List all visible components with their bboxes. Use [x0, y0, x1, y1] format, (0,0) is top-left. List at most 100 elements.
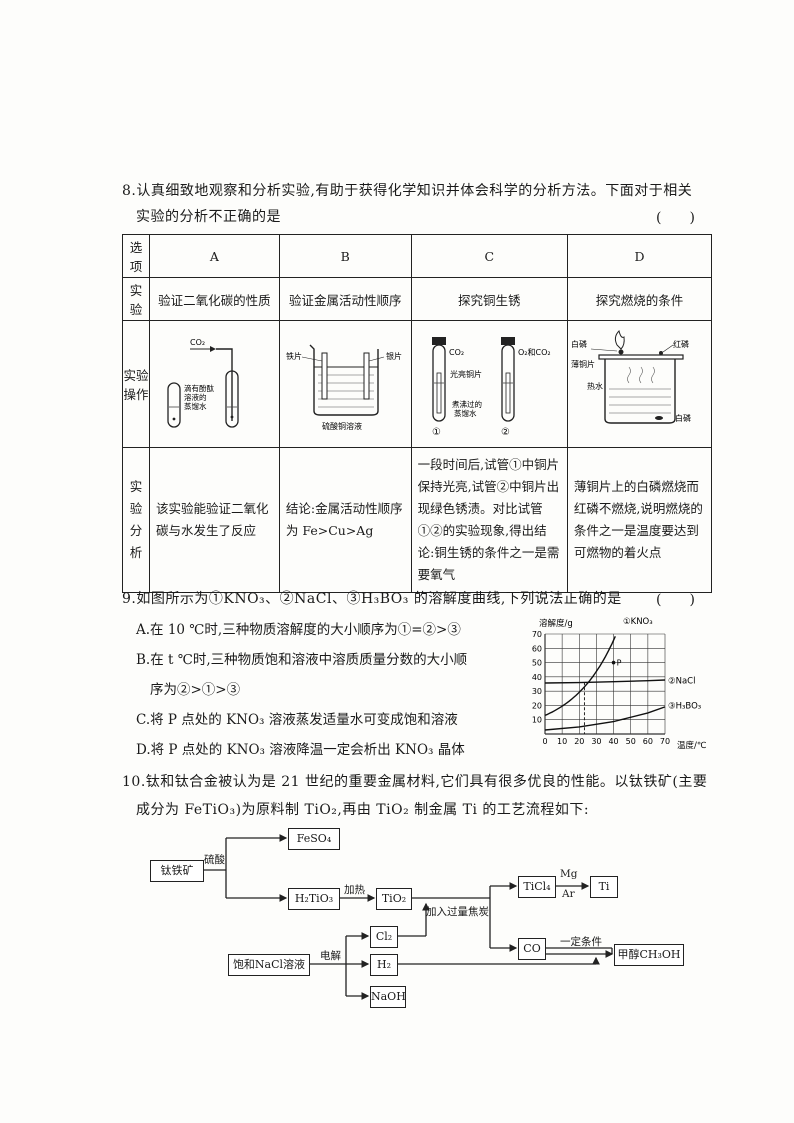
y-tick-label: 10: [532, 716, 542, 725]
iron-label: 铁片: [286, 351, 302, 361]
red-p-label: 红磷: [673, 339, 689, 349]
x-tick-label: 40: [608, 737, 618, 746]
liquid-label: 滴有酚酞: [184, 383, 214, 393]
process-flowchart: 钛铁矿 硫酸 FeSO₄ H₂TiO₃ 加热 TiO₂ 加入过量焦炭 TiCl₄…: [150, 824, 690, 1014]
exp-b: 验证金属活动性顺序: [278, 277, 412, 321]
row-analysis-label: 实验分析: [122, 447, 150, 593]
q8-stem-line1: 8.认真细致地观察和分析实验,有助于获得化学知识并体会科学的分析方法。下面对于相…: [122, 183, 693, 199]
row-op-label: 实验操作: [122, 320, 150, 448]
y-tick-label: 30: [532, 687, 542, 696]
x-tick-label: 70: [660, 737, 670, 746]
series-label-h3bo3: ③H₃BO₃: [668, 701, 701, 711]
coke-label: 加入过量焦炭: [426, 906, 489, 918]
x-tick-label: 50: [626, 737, 636, 746]
cuso4-label: 硫酸铜溶液: [322, 421, 362, 431]
op-a-diagram: CO₂ 滴有酚酞 溶液的 蒸馏水: [149, 320, 280, 448]
flow-arrows: [204, 834, 614, 1000]
y-tick-label: 40: [532, 673, 542, 682]
ore-box: 钛铁矿: [150, 860, 204, 882]
table-header-label: 选项: [122, 234, 150, 278]
point-p: [611, 660, 616, 665]
electrolysis-label: 电解: [320, 950, 341, 962]
x-tick-label: 30: [591, 737, 601, 746]
co2-tube-diagram: CO₂ 滴有酚酞 溶液的 蒸馏水: [167, 338, 240, 428]
svg-text:蒸馏水: 蒸馏水: [454, 408, 477, 418]
copper-rust-diagram: CO₂ O₂和CO₂ 光亮铜片 煮沸过的 蒸馏水 ① ②: [432, 336, 551, 438]
acid-label: 硫酸: [204, 854, 225, 866]
q10-stem-line2: 成分为 FeTiO₃)为原料制 TiO₂,再由 TiO₂ 制金属 Ti 的工艺流…: [136, 802, 590, 818]
tube2-gas-label: O₂和CO₂: [518, 348, 551, 357]
y-tick-label: 60: [532, 644, 542, 653]
tio2-box: TiO₂: [376, 888, 412, 910]
x-tick-label: 0: [542, 737, 547, 746]
svg-text:溶液的: 溶液的: [184, 392, 207, 402]
naoh-box: NaOH: [370, 986, 406, 1008]
op-b-diagram: 铁片 银片 硫酸铜溶液: [278, 320, 412, 448]
beaker-metals-diagram: 铁片 银片 硫酸铜溶液: [286, 344, 402, 431]
svg-text:蒸馏水: 蒸馏水: [184, 401, 207, 411]
op-c-diagram: CO₂ O₂和CO₂ 光亮铜片 煮沸过的 蒸馏水 ① ②: [410, 320, 568, 448]
h2tio3-box: H₂TiO₃: [288, 888, 340, 910]
tube1-label: ①: [432, 427, 441, 438]
q9-option-a: A.在 10 ℃时,三种物质溶解度的大小顺序为①=②>③: [136, 622, 461, 638]
ticl4-box: TiCl₄: [518, 876, 556, 898]
q9-option-b-cont: 序为②>①>③: [150, 682, 241, 698]
y-axis-label: 溶解度/g: [539, 618, 573, 629]
co-box: CO: [518, 938, 546, 960]
h2-box: H₂: [370, 954, 398, 976]
col-b: B: [278, 234, 412, 278]
col-c: C: [410, 234, 568, 278]
x-tick-label: 10: [557, 737, 567, 746]
feso4-box: FeSO₄: [288, 828, 340, 850]
ar-label: Ar: [562, 888, 575, 900]
analysis-b: 结论:金属活动性顺序为 Fe>Cu>Ag: [278, 447, 412, 593]
y-tick-label: 50: [532, 659, 542, 668]
silver-label: 银片: [386, 351, 402, 361]
ti-box: Ti: [590, 876, 618, 898]
analysis-a: 该实验能验证二氧化碳与水发生了反应: [149, 447, 280, 593]
row-exp-label: 实验: [122, 277, 150, 321]
tube1-gas-label: CO₂: [449, 348, 464, 357]
svg-text:煮沸过的: 煮沸过的: [452, 399, 482, 409]
q8-experiment-table: 选项 A B C D 实验 验证二氧化碳的性质 验证金属活动性顺序 探究铜生锈 …: [122, 234, 713, 593]
brine-box: 饱和NaCl溶液: [228, 954, 310, 976]
hot-water-label: 热水: [587, 381, 603, 391]
methanol-box: 甲醇CH₃OH: [614, 944, 684, 966]
q9-answer-paren: ( ): [656, 592, 695, 608]
x-axis-label: 温度/℃: [677, 740, 707, 751]
op-d-diagram: 白磷 红磷 薄铜片 热水 白磷: [566, 320, 713, 448]
copper-plate-label: 薄铜片: [571, 359, 595, 369]
series-label-nacl: ②NaCl: [668, 676, 695, 686]
white-p-label: 白磷: [571, 339, 587, 349]
cl2-box: Cl₂: [370, 926, 398, 948]
q9-option-c: C.将 P 点处的 KNO₃ 溶液蒸发适量水可变成饱和溶液: [136, 712, 458, 728]
nacl-curve: [544, 679, 666, 684]
mg-label: Mg: [560, 868, 578, 880]
kno3-curve: [544, 636, 616, 717]
exp-c: 探究铜生锈: [410, 277, 568, 321]
combustion-diagram: 白磷 红磷 薄铜片 热水 白磷: [571, 329, 691, 424]
exp-a: 验证二氧化碳的性质: [149, 277, 280, 321]
analysis-c: 一段时间后,试管①中铜片保持光亮,试管②中铜片出现绿色锈渍。对比试管①②的实验现…: [410, 447, 568, 593]
q8-stem-line2: 实验的分析不正确的是: [136, 209, 281, 225]
analysis-d: 薄铜片上的白磷燃烧而红磷不燃烧,说明燃烧的条件之一是温度要达到可燃物的着火点: [566, 447, 713, 593]
white-p2-label: 白磷: [675, 413, 691, 423]
copper-label: 光亮铜片: [450, 369, 482, 379]
exp-d: 探究燃烧的条件: [566, 277, 713, 321]
q10-stem-line1: 10.钛和钛合金被认为是 21 世纪的重要金属材料,它们具有很多优良的性能。以钛…: [122, 774, 708, 790]
x-tick-label: 20: [574, 737, 584, 746]
x-tick-label: 60: [643, 737, 653, 746]
q9-stem: 9.如图所示为①KNO₃、②NaCl、③H₃BO₃ 的溶解度曲线,下列说法正确的…: [122, 591, 622, 607]
condition-label: 一定条件: [560, 936, 602, 948]
heat-label: 加热: [344, 884, 365, 896]
h3bo3-curve: [544, 706, 666, 731]
col-d: D: [566, 234, 713, 278]
point-p-label: P: [617, 659, 622, 668]
q9-option-b: B.在 t ℃时,三种物质饱和溶液中溶质质量分数的大小顺: [136, 652, 468, 668]
q8-answer-paren: ( ): [656, 210, 695, 226]
y-tick-label: 70: [532, 630, 542, 639]
q9-option-d: D.将 P 点处的 KNO₃ 溶液降温一定会析出 KNO₃ 晶体: [136, 742, 465, 758]
tube2-label: ②: [501, 427, 510, 438]
co2-label: CO₂: [190, 338, 205, 347]
